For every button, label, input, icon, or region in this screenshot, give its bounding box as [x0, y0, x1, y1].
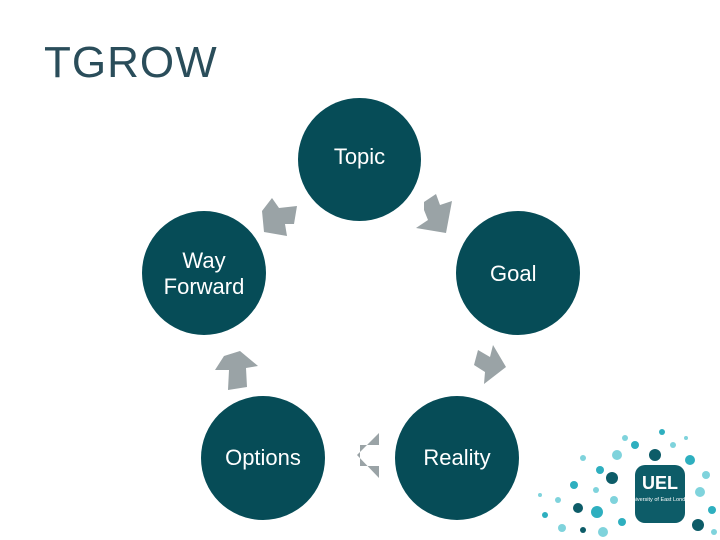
uel-logo-subtext: University of East London [629, 497, 692, 503]
node-way-forward: Way Forward [142, 211, 266, 335]
node-goal: Goal [456, 211, 580, 335]
arrow-options-to-way-forward [215, 351, 258, 390]
arrow-way-forward-to-topic [262, 198, 297, 236]
arrow-topic-to-goal [416, 194, 452, 233]
node-label-topic: Topic [333, 144, 386, 169]
node-reality: Reality [395, 396, 519, 520]
node-label-reality: Reality [423, 445, 491, 470]
node-label-options: Options [225, 445, 301, 470]
arrow-reality-to-options [357, 433, 379, 478]
decorative-dot-pattern [538, 429, 717, 537]
node-label-goal: Goal [490, 261, 537, 286]
uel-logo: UEL University of East London [629, 465, 692, 523]
node-topic: Topic [298, 98, 421, 221]
slide-title: TGROW [44, 38, 218, 87]
node-label-way-forward: Way Forward [163, 248, 245, 299]
uel-logo-wordmark: UEL [642, 473, 678, 493]
arrow-goal-to-reality [474, 345, 506, 384]
node-options: Options [201, 396, 325, 520]
uel-logo-badge [635, 465, 685, 523]
